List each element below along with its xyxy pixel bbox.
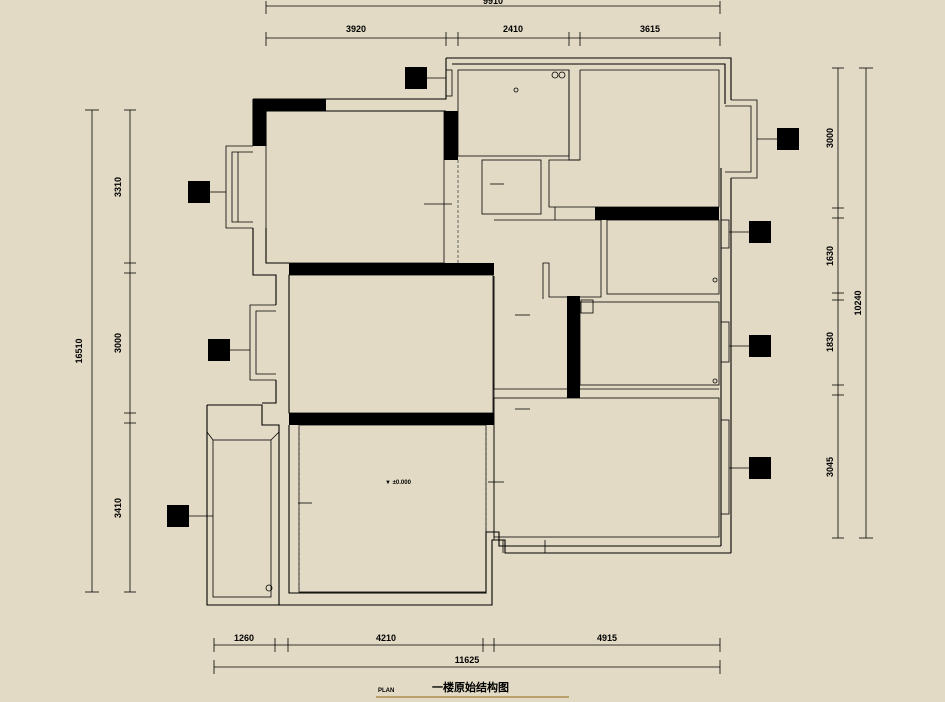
plan-label: PLAN <box>378 688 394 694</box>
dim-right-total: 10240 <box>853 290 863 315</box>
title-block: PLAN 一楼原始结构图 <box>376 680 569 698</box>
right-dimensions: 3000 1630 1830 3045 10240 <box>825 67 873 539</box>
window-tags <box>167 67 799 527</box>
dim-top-seg-2: 2410 <box>503 24 523 34</box>
left-dimensions: 16510 3310 3000 3410 <box>74 109 136 593</box>
dim-right-seg-2: 1630 <box>825 246 835 266</box>
dim-top-seg-3: 3615 <box>640 24 660 34</box>
interior-walls <box>265 69 720 593</box>
drawing-title: 一楼原始结构图 <box>432 680 509 694</box>
top-dimensions: 9910 3920 2410 3615 <box>265 0 721 46</box>
dim-right-seg-4: 3045 <box>825 457 835 477</box>
bottom-dimensions: 1260 4210 4915 11625 <box>213 633 721 674</box>
dim-bottom-seg-3: 4915 <box>597 633 617 643</box>
level-marker: ▼ ±0.000 <box>385 480 412 486</box>
dim-right-seg-3: 1830 <box>825 332 835 352</box>
dim-bottom-total: 11625 <box>455 655 480 665</box>
dim-left-total: 16510 <box>74 338 84 363</box>
dim-bottom-seg-2: 4210 <box>376 633 396 643</box>
bay-windows <box>225 69 758 515</box>
dim-left-seg-3: 3410 <box>113 498 123 518</box>
dim-bottom-seg-1: 1260 <box>234 633 254 643</box>
dim-right-seg-1: 3000 <box>825 128 835 148</box>
dim-left-seg-1: 3310 <box>113 177 123 197</box>
structural-columns <box>253 99 719 425</box>
exterior-walls <box>206 57 732 606</box>
dim-left-seg-2: 3000 <box>113 333 123 353</box>
dim-top-seg-1: 3920 <box>346 24 366 34</box>
dim-top-total: 9910 <box>483 0 503 6</box>
